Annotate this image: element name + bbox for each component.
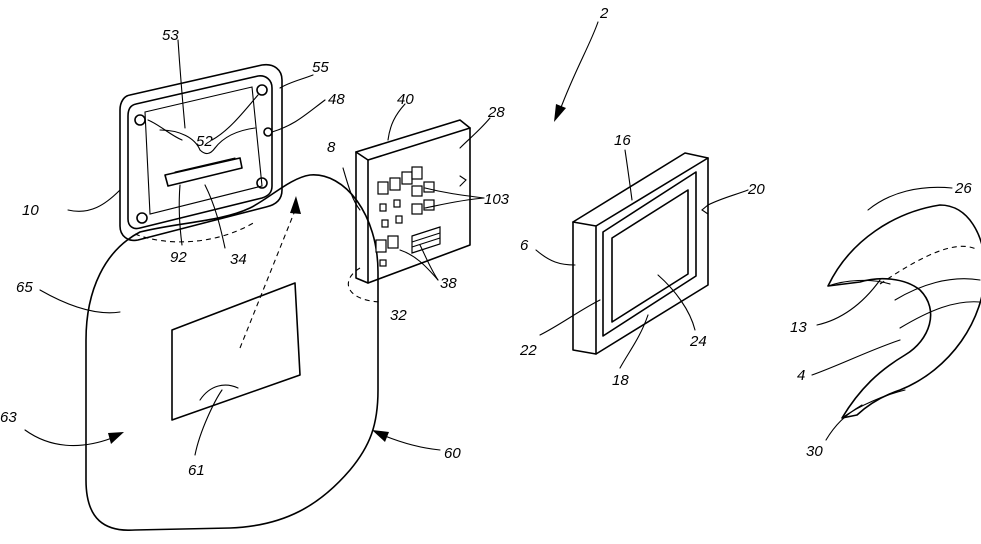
label-4: 4 [797, 367, 805, 384]
sheet-65 [86, 175, 378, 530]
label-34: 34 [230, 251, 247, 268]
label-10: 10 [22, 202, 39, 219]
label-2: 2 [599, 5, 609, 22]
label-32: 32 [390, 307, 407, 324]
label-48: 48 [328, 91, 345, 108]
circuit-board-40 [356, 120, 470, 283]
leader-lines [40, 40, 952, 455]
label-28: 28 [487, 104, 505, 121]
label-20: 20 [747, 181, 765, 198]
arrow-63 [25, 430, 124, 446]
assembly-arrow-dashed [240, 196, 301, 348]
label-40: 40 [397, 91, 414, 108]
window-61 [172, 283, 300, 420]
label-53: 53 [162, 27, 179, 44]
label-61: 61 [188, 462, 205, 479]
curved-film-26 [828, 205, 981, 418]
label-55: 55 [312, 59, 329, 76]
label-52: 52 [196, 133, 213, 150]
label-22: 22 [519, 342, 537, 359]
label-30: 30 [806, 443, 823, 460]
display-module-6 [573, 153, 708, 354]
label-103: 103 [484, 191, 510, 208]
label-92: 92 [170, 249, 187, 266]
label-60: 60 [444, 445, 461, 462]
label-65: 65 [16, 279, 33, 296]
label-26: 26 [954, 180, 972, 197]
label-38: 38 [440, 275, 457, 292]
frame-10 [120, 65, 282, 241]
label-8: 8 [327, 139, 336, 156]
arrow-60 [372, 430, 440, 450]
label-18: 18 [612, 372, 629, 389]
label-6: 6 [520, 237, 529, 254]
label-13: 13 [790, 319, 807, 336]
arrow-2 [554, 22, 598, 122]
reference-labels: 2 53 55 48 52 10 92 34 40 28 8 103 38 32… [0, 5, 972, 479]
label-16: 16 [614, 132, 631, 149]
leader-32-dashed [348, 268, 380, 302]
label-63: 63 [0, 409, 17, 426]
label-24: 24 [689, 333, 707, 350]
